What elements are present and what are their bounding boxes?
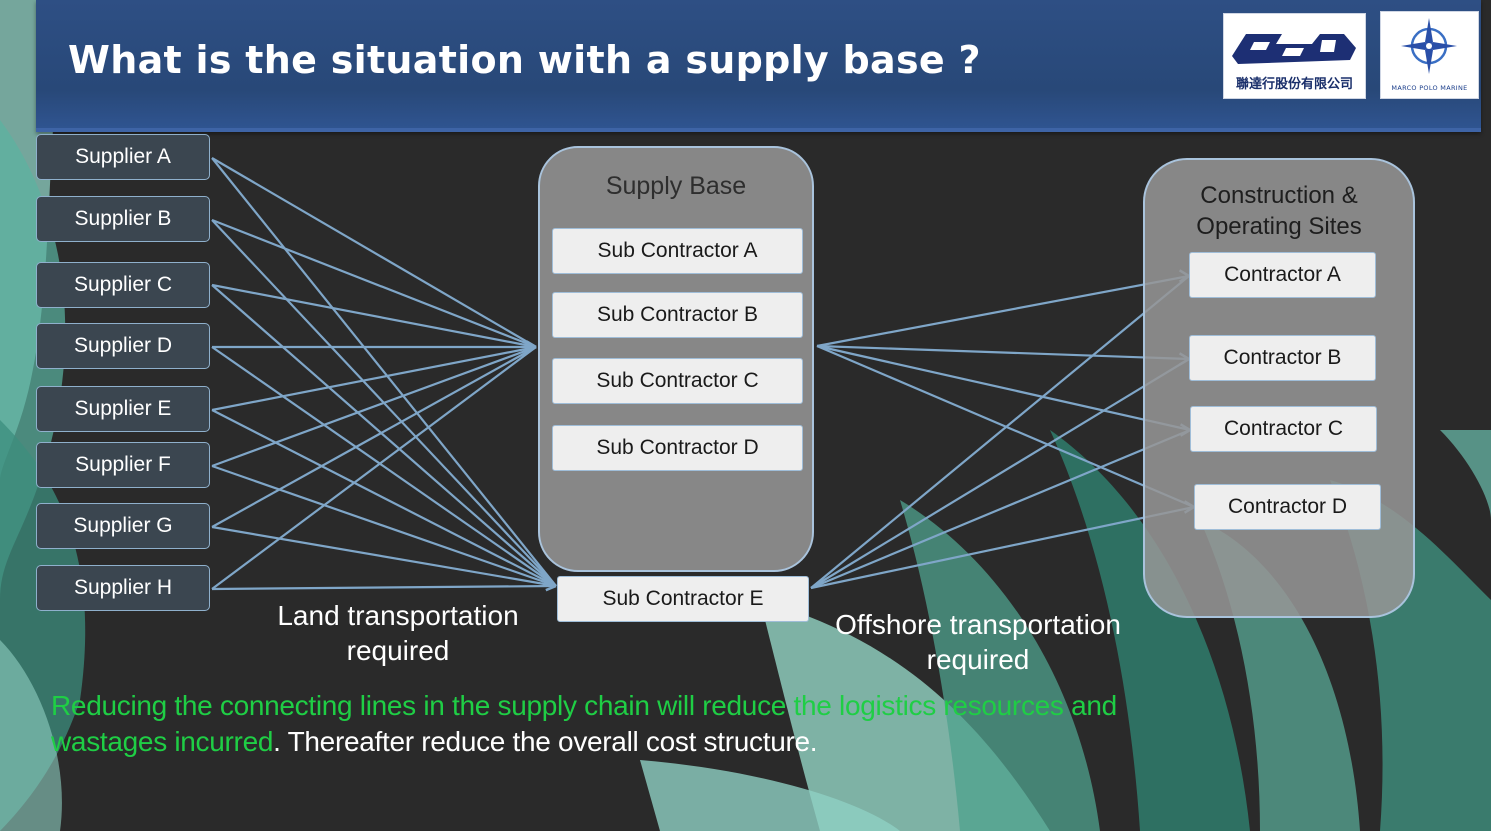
logo-left-text: 聯達行股份有限公司 <box>1235 77 1353 92</box>
supplier-h: Supplier H <box>36 565 210 611</box>
offshore-transport-line1: Offshore transportation <box>835 609 1121 640</box>
contractor-d: Contractor D <box>1194 484 1381 530</box>
supplier-b: Supplier B <box>36 196 210 242</box>
conclusion-line1: Reducing the connecting lines in the sup… <box>51 690 1117 721</box>
sites-title-line2: Operating Sites <box>1196 213 1362 240</box>
sub-contractor-c: Sub Contractor C <box>552 358 803 404</box>
supplier-g: Supplier G <box>36 503 210 549</box>
supply-base-title: Supply Base <box>605 172 747 200</box>
conclusion-line2-green: wastages incurred <box>51 726 274 757</box>
sub-contractor-b: Sub Contractor B <box>552 292 803 338</box>
sites-title-line1: Construction & <box>1200 182 1358 209</box>
logo-right-text: MARCO POLO MARINE <box>1391 84 1468 92</box>
ship-logo-icon <box>1232 34 1356 64</box>
supplier-f: Supplier F <box>36 442 210 488</box>
contractor-b: Contractor B <box>1189 335 1376 381</box>
supplier-a: Supplier A <box>36 134 210 180</box>
offshore-transport-line2: required <box>926 644 1030 675</box>
land-transport-line2: required <box>346 635 450 666</box>
supplier-e: Supplier E <box>36 386 210 432</box>
sub-contractor-d: Sub Contractor D <box>552 425 803 471</box>
conclusion-line2-white: . Thereafter reduce the overall cost str… <box>273 726 818 757</box>
sub-contractor-e: Sub Contractor E <box>557 576 809 622</box>
company-logo-marco-polo: MARCO POLO MARINE <box>1380 11 1479 99</box>
supplier-d: Supplier D <box>36 323 210 369</box>
conclusion-text: Reducing the connecting lines in the sup… <box>51 688 1251 760</box>
offshore-transport-label: Offshore transportation required <box>808 607 1148 677</box>
sites-panel: Construction & Operating Sites <box>1143 158 1415 618</box>
land-transport-label: Land transportation required <box>248 598 548 668</box>
compass-icon <box>1401 18 1457 74</box>
contractor-a: Contractor A <box>1189 252 1376 298</box>
supplier-c: Supplier C <box>36 262 210 308</box>
page-title: What is the situation with a supply base… <box>68 38 981 82</box>
company-logo-ltc: 聯達行股份有限公司 <box>1223 13 1366 99</box>
land-transport-line1: Land transportation <box>277 600 519 631</box>
contractor-c: Contractor C <box>1190 406 1377 452</box>
sub-contractor-a: Sub Contractor A <box>552 228 803 274</box>
